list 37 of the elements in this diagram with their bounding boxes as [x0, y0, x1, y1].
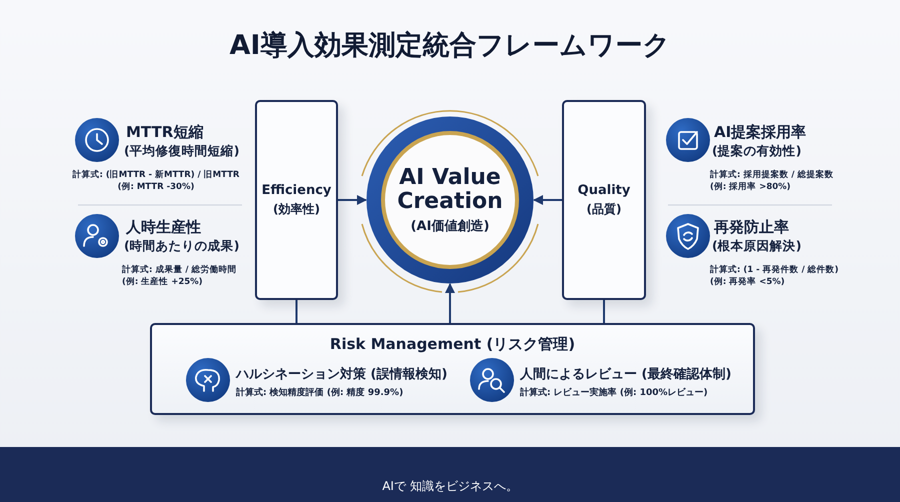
panel-heading: Risk Management (リスク管理) — [330, 335, 576, 354]
formula-text: 計算式: (1 - 再発件数 / 総件数) — [710, 266, 839, 276]
example-text: (例: 採用率 >80%) — [710, 183, 791, 193]
metric-subtitle: (根本原因解決) — [712, 239, 802, 254]
category-title: Efficiency — [262, 182, 332, 198]
title: AI導入効果測定統合フレームワーク — [228, 30, 672, 62]
risk-item-title: ハルシネーション対策 (誤情報検知) — [236, 368, 448, 383]
metric-subtitle: (提案の有効性) — [712, 144, 802, 158]
formula-text: 計算式: レビュー実施率 (例: 100%レビュー) — [520, 388, 708, 398]
metric-subtitle: (時間あたりの成果) — [124, 239, 240, 254]
tagline: AIで 知識をビジネスへ。 — [381, 480, 519, 494]
formula-text: 計算式: 成果量 / 総労働時間 — [122, 266, 236, 276]
center-title: AI Value Creation — [396, 166, 504, 214]
connector-line — [603, 300, 605, 323]
example-text: (例: 生産性 +25%) — [122, 278, 203, 288]
arrow — [533, 195, 562, 205]
risk-panel — [150, 323, 755, 415]
category-box — [255, 100, 338, 300]
center-subtitle: (AI価値創造) — [410, 220, 490, 234]
category-subtitle: (品質) — [586, 200, 622, 218]
metric-subtitle: (平均修復時間短縮) — [124, 144, 240, 158]
example-text: (例: 再発率 <5%) — [710, 278, 785, 288]
metric-title: MTTR短縮 — [126, 124, 204, 142]
metric-title: AI提案採用率 — [714, 124, 806, 142]
metric-title: 再発防止率 — [714, 219, 789, 236]
arrow — [338, 195, 367, 205]
example-text: (例: MTTR -30%) — [116, 183, 196, 193]
risk-item-title: 人間によるレビュー (最終確認体制) — [520, 368, 732, 383]
formula-text: 計算式: 採用提案数 / 総提案数 — [710, 171, 834, 181]
category-subtitle: (効率性) — [273, 200, 320, 218]
formula-text: 計算式: 検知精度評価 (例: 精度 99.9%) — [236, 388, 404, 398]
metric-title: 人時生産性 — [126, 219, 201, 236]
category-title: Quality — [578, 182, 630, 198]
arrow — [445, 283, 455, 323]
formula-text: 計算式: (旧MTTR - 新MTTR) / 旧MTTR — [72, 171, 240, 181]
category-box — [562, 100, 646, 300]
connector-line — [296, 300, 298, 323]
